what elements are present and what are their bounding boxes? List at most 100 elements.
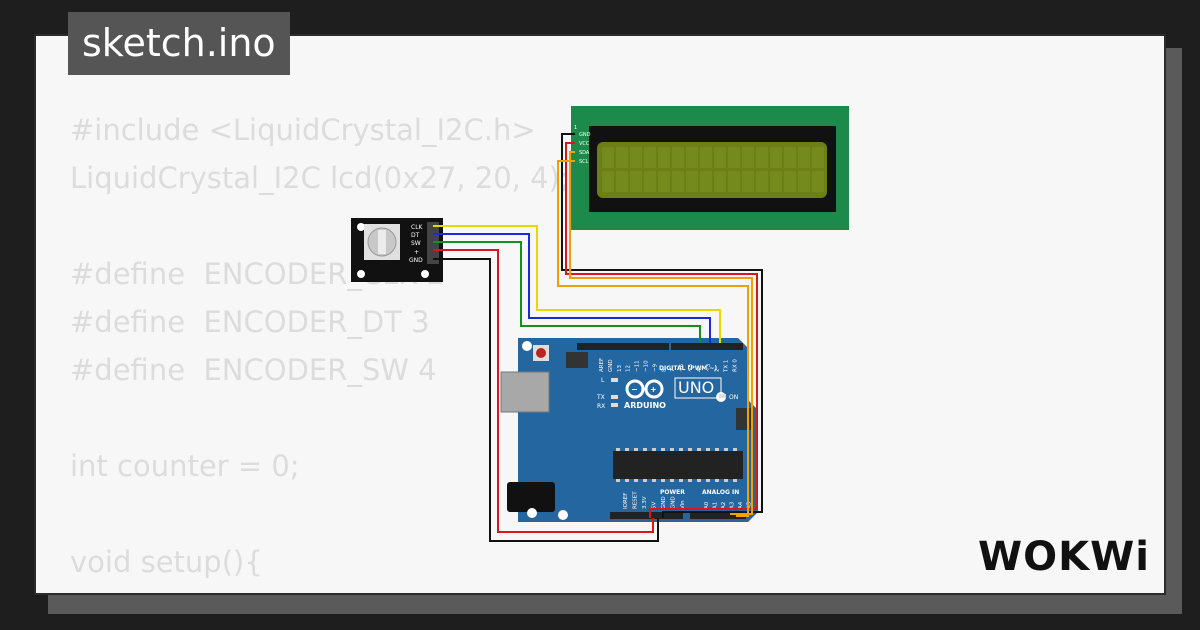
lcd-cell (784, 147, 796, 168)
lcd-pin-label: SCL (579, 159, 589, 165)
wokwi-logo-text: WOKWi (978, 534, 1148, 578)
wire-lcd-scl (557, 160, 749, 517)
chip-pin (724, 479, 728, 482)
code-line: #define ENCODER_DT 3 (70, 305, 430, 339)
reset-button-cap (536, 348, 546, 358)
lcd-cell (798, 171, 810, 192)
chip-pin (652, 479, 656, 482)
pin-label: A5 (747, 501, 753, 509)
wires (433, 133, 763, 542)
lcd-cell (770, 147, 782, 168)
mount-hole (558, 510, 568, 520)
pin-label: A4 (738, 501, 744, 509)
analog-label: ANALOG IN (702, 489, 739, 496)
chip-pin (715, 448, 719, 451)
lcd-cell (658, 147, 670, 168)
chip-pin (616, 448, 620, 451)
chip-pin (724, 448, 728, 451)
lcd-cell (714, 147, 726, 168)
code-line: #include <LiquidCrystal_I2C.h> (70, 113, 536, 147)
usb-connector (500, 371, 550, 413)
pin-label: 4 (697, 368, 703, 372)
chip-pin (733, 448, 737, 451)
mount-hole (522, 341, 532, 351)
mount-hole (357, 270, 365, 278)
chip-pin (679, 448, 683, 451)
file-title: sketch.ino (68, 12, 290, 75)
lcd-cell (742, 147, 754, 168)
lcd-cell (686, 171, 698, 192)
chip-pin (652, 448, 656, 451)
lcd-cell (742, 171, 754, 192)
chip-pin (688, 448, 692, 451)
chip-pin (616, 479, 620, 482)
pin-label: A0 (704, 501, 710, 509)
encoder-pin-label: DT (411, 232, 420, 239)
pin-label: 3.3V (642, 496, 648, 509)
chip-pin (715, 479, 719, 482)
uno-box (674, 377, 722, 399)
chip-pin (679, 479, 683, 482)
encoder-pin-label: CLK (411, 224, 424, 231)
code-line: LiquidCrystal_I2C lcd(0x27, 20, 4); (70, 161, 570, 195)
chip-pin (697, 479, 701, 482)
lcd-cell (728, 147, 740, 168)
lcd-pin-label: SDA (579, 150, 590, 156)
chip-pin (643, 479, 647, 482)
lcd-display[interactable]: 1 GND VCC SDA SCL (571, 106, 849, 230)
pin-label: 2 (715, 369, 721, 373)
mount-hole (357, 223, 365, 231)
pin-label: 7 (670, 368, 676, 372)
chip-pin (697, 448, 701, 451)
chip-pin (625, 479, 629, 482)
chip-pin (634, 479, 638, 482)
rotary-encoder[interactable]: CLK DT SW + GND (351, 218, 443, 282)
led-on-label: ON (729, 394, 738, 401)
pin-label: A1 (713, 502, 719, 509)
chip-pin (688, 479, 692, 482)
encoder-shaft (378, 230, 386, 254)
lcd-cell (714, 171, 726, 192)
lcd-pin-label: VCC (579, 141, 590, 147)
lcd-cell (756, 147, 768, 168)
pin-label: A2 (721, 502, 727, 509)
led-on-icon (719, 394, 726, 398)
digital-header-1 (577, 343, 669, 350)
code-line: void setup(){ (70, 545, 263, 579)
pin-label: Vin (680, 500, 686, 509)
lcd-cell (686, 147, 698, 168)
chip-pin (634, 448, 638, 451)
lcd-cell (616, 171, 628, 192)
power-jack (507, 482, 555, 512)
pin-label: ~9 (652, 363, 658, 372)
wire-dt (433, 233, 711, 343)
encoder-pin-label: SW (411, 240, 421, 247)
chip-pin (706, 448, 710, 451)
arduino-logo-icon: − + (625, 379, 664, 399)
pin-label: AREF (599, 358, 605, 372)
led-tx-label: TX (596, 394, 605, 401)
lcd-cell (630, 171, 642, 192)
chip-pins (616, 448, 737, 482)
pin-label: 12 (626, 365, 632, 372)
lcd-cell (812, 147, 824, 168)
lcd-cell (616, 147, 628, 168)
code-line: #define ENCODER_SW 4 (70, 353, 437, 387)
encoder-pin-label: + (414, 249, 419, 256)
model-label: UNO (678, 378, 714, 397)
led-l-icon (611, 378, 618, 382)
lcd-cell (644, 147, 656, 168)
pin-label: RX 0 (733, 359, 739, 372)
mount-hole (527, 508, 537, 518)
power-label: POWER (660, 489, 685, 496)
pin-label: 5V (652, 502, 658, 509)
chip-pin (625, 448, 629, 451)
pin-label: GND (661, 496, 667, 509)
led-rx-label: RX (597, 403, 605, 410)
lcd-cell (644, 171, 656, 192)
pin-label: IOREF (623, 493, 629, 509)
pin-label: ~6 (679, 363, 685, 372)
encoder-pin-label: GND (409, 257, 423, 264)
